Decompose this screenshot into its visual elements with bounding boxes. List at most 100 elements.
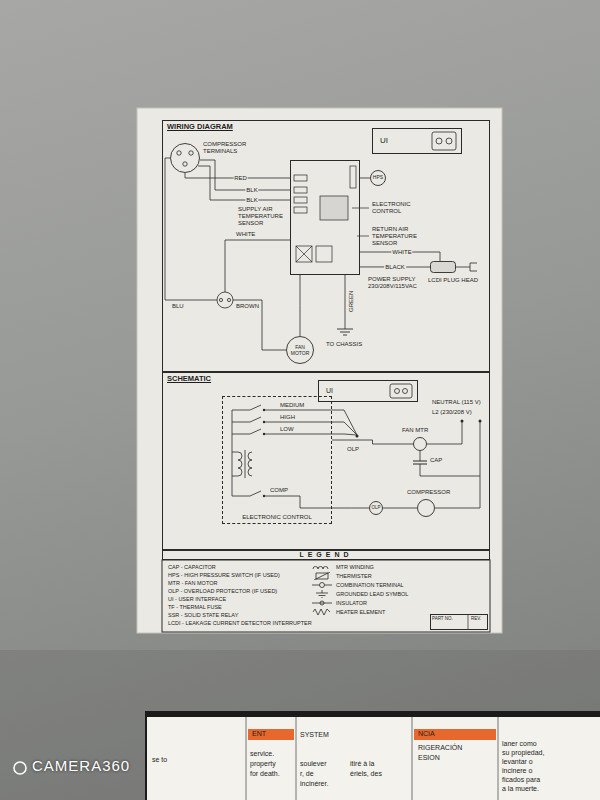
node-label: ELECTRONIC CONTROL xyxy=(372,201,432,215)
wire-color: WHITE xyxy=(391,249,412,256)
node-label: PART NO. xyxy=(432,616,453,621)
warning-text: service. xyxy=(250,750,274,758)
wire xyxy=(332,422,357,435)
part-box-divider xyxy=(468,614,469,630)
legend-text: THERMISTER xyxy=(336,572,372,580)
user-interface-box: UI xyxy=(318,380,418,402)
relay-contact xyxy=(263,409,482,497)
text-slot: SYSTEM xyxy=(300,731,329,739)
warning-text: ficados para xyxy=(502,776,540,784)
watermark-logo xyxy=(14,762,26,774)
text-slot: HIGH xyxy=(280,414,295,421)
circle-outline xyxy=(370,502,383,515)
warning-text: se to xyxy=(152,756,167,764)
relay-label: MEDIUM xyxy=(280,402,304,409)
wire-color: BROWN xyxy=(236,303,259,310)
legend-sample xyxy=(312,563,332,571)
legend-entry: GROUNDED LEAD SYMBOL xyxy=(312,590,408,598)
text-slot: PART NO. xyxy=(432,616,453,621)
component-label: CAP xyxy=(430,457,442,464)
text-slot: LCDI PLUG HEAD xyxy=(428,277,478,284)
legend-sample xyxy=(313,567,328,570)
section-title: WIRING DIAGRAM xyxy=(167,123,233,132)
warning-sticker xyxy=(246,717,498,800)
text-slot: service. xyxy=(250,750,274,758)
text-slot: incinere o xyxy=(502,767,532,775)
wire-color: RED xyxy=(233,174,248,181)
abbreviation: HPS - HIGH PRESSURE SWITCH (IF USED) xyxy=(168,572,280,578)
text-slot: LOW xyxy=(280,426,294,433)
text-slot: BLU xyxy=(172,303,184,310)
node-label: ELECTRONIC CONTROL xyxy=(222,514,332,521)
capacitor-symbol xyxy=(413,464,427,465)
text-slot: for death. xyxy=(250,770,280,778)
text-slot: levantar o xyxy=(502,758,533,766)
text-slot: BLK xyxy=(245,187,258,194)
wire xyxy=(332,434,357,435)
warning-text: NCIA xyxy=(418,730,435,738)
warning-text: ESION xyxy=(418,754,440,762)
leader-line xyxy=(352,208,369,236)
wire xyxy=(232,410,250,411)
plug-head: LCDI PLUG HEAD xyxy=(430,261,456,273)
circle-outline xyxy=(418,500,435,517)
terminal-symbol xyxy=(217,292,233,308)
wire xyxy=(420,451,421,461)
abbreviation: TF - THERMAL FUSE xyxy=(168,604,222,610)
wire xyxy=(232,422,250,423)
legend-sample xyxy=(316,590,328,598)
warning-sticker xyxy=(412,717,413,800)
pressure-switch: HPS xyxy=(370,170,386,186)
plug-prong xyxy=(470,263,471,271)
text-slot: CAMERA360 xyxy=(32,757,130,775)
wire xyxy=(480,422,481,508)
relay-contact xyxy=(263,421,265,423)
wire xyxy=(198,166,290,200)
ui-icon xyxy=(395,389,400,394)
section-title: LEGEND xyxy=(162,551,490,559)
control-board: ELECTRONIC CONTROL xyxy=(290,160,360,275)
abbreviation: MTR - FAN MOTOR xyxy=(168,580,217,586)
abbreviation: SSR - SOLID STATE RELAY xyxy=(168,612,238,618)
warning-sticker xyxy=(248,729,294,740)
text-slot: GREEN xyxy=(348,291,355,312)
node-label: OLP xyxy=(369,505,383,510)
wire xyxy=(165,158,217,300)
wire-connector xyxy=(332,508,369,509)
control-box: ELECTRONIC CONTROL xyxy=(222,396,332,524)
relay-label: HIGH xyxy=(280,414,295,421)
text-slot: WHITE xyxy=(236,231,255,238)
control-board-parts xyxy=(294,197,307,203)
text-slot: FAN MTR xyxy=(402,427,428,434)
legend-entry: COMBINATION TERMINAL xyxy=(312,581,404,589)
relay-contact xyxy=(479,420,482,423)
text-slot: property xyxy=(250,760,276,768)
control-board-parts xyxy=(294,187,307,193)
text-slot: ELECTRONIC CONTROL xyxy=(372,201,432,215)
relay-contact xyxy=(263,495,265,497)
text-slot: COMPRESSOR TERMINALS xyxy=(203,141,265,155)
node-label: COMPRESSOR xyxy=(407,489,450,496)
transformer-symbol xyxy=(238,452,242,476)
legend-sample xyxy=(312,572,332,580)
plug-outline xyxy=(430,261,456,273)
plug-prong xyxy=(470,271,477,272)
warning-text: levantar o xyxy=(502,758,533,766)
text-slot: TF - THERMAL FUSE xyxy=(168,604,222,610)
control-board-parts xyxy=(316,246,332,262)
text-slot: se to xyxy=(152,756,167,764)
text-slot: SCHEMATIC xyxy=(167,375,211,384)
text-slot: ENT xyxy=(252,730,266,738)
ui-icon xyxy=(390,384,412,398)
wire xyxy=(345,275,346,329)
text-slot: HPS - HIGH PRESSURE SWITCH (IF USED) xyxy=(168,572,280,578)
part-box-divider xyxy=(468,614,469,630)
text-slot: OLP xyxy=(369,505,383,510)
text-slot: BLK xyxy=(245,197,258,204)
circle-outline xyxy=(414,438,427,451)
wire-color: BLU xyxy=(172,303,184,310)
warning-text: RIGERACIÓN xyxy=(418,744,462,752)
legend-sample xyxy=(312,608,332,616)
